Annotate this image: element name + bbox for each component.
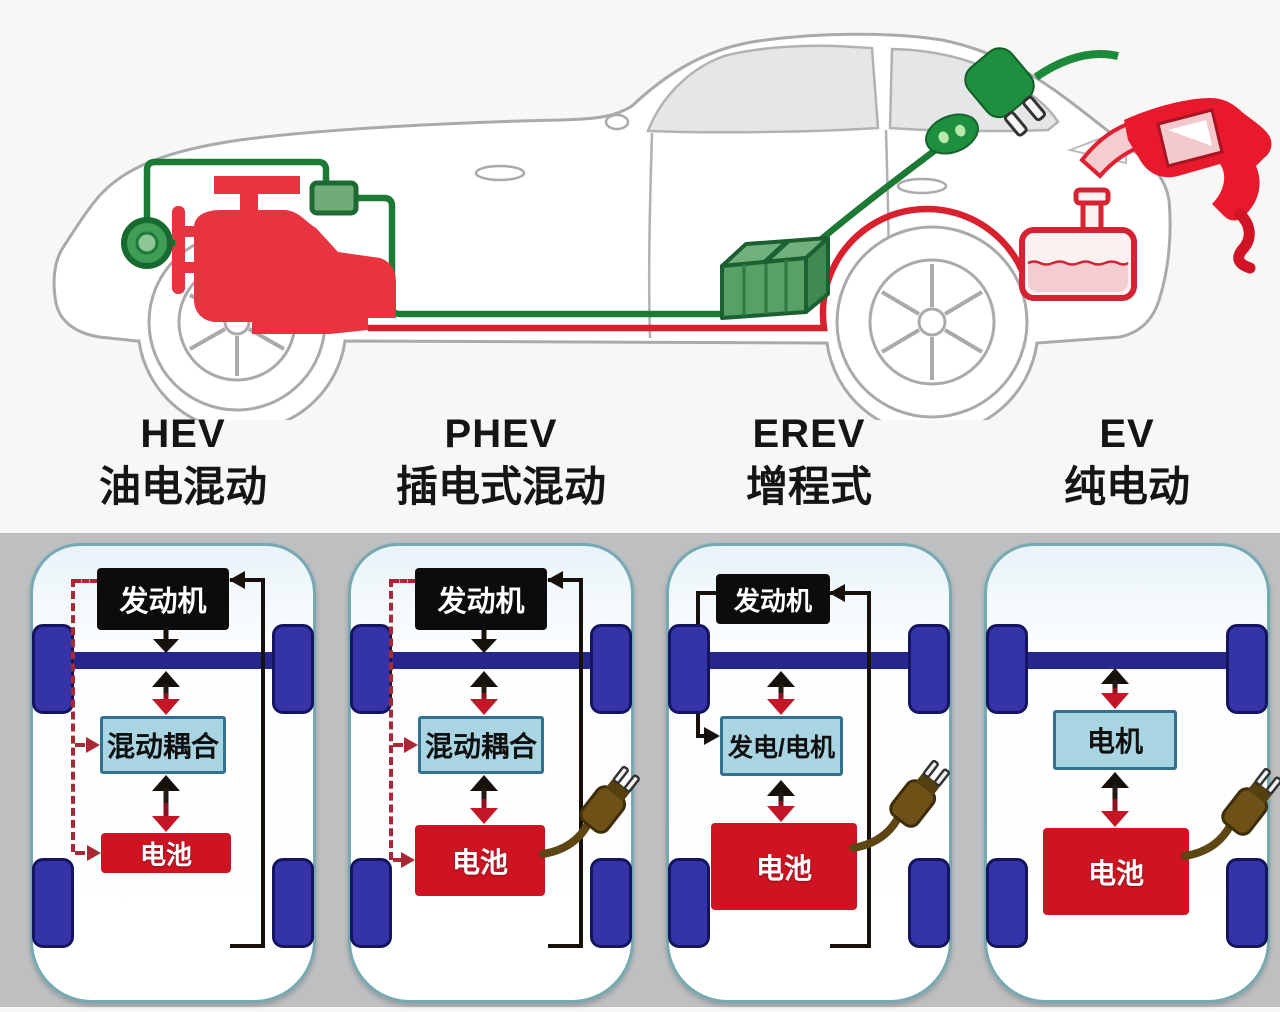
door-handle [474,164,526,182]
arrowhead-into-engine [229,571,245,589]
powertrain-cards-band: 发动机 混动耦合 电池 [0,533,1280,1007]
green-power-line [143,50,1119,318]
motor-battery-double-arrow [1101,772,1129,827]
drive-axle [367,652,615,669]
wheel-icon [350,858,392,948]
arrowhead-into-engine [829,584,845,602]
electric-feedback-dashed-line [75,851,85,855]
wheel-icon [1226,624,1268,714]
electric-feedback-dashed-line [393,743,403,747]
battery-box: 电池 [1043,828,1189,915]
battery-box: 电池 [415,825,545,896]
charge-port-icon [925,113,979,155]
wheel-icon [986,624,1028,714]
arrowhead-into-generator [704,727,720,745]
axle-converter-double-arrow [152,671,180,715]
charging-plug-icon [539,765,640,858]
powertrain-card-erev: 发动机 发电/电机 电池 [666,543,952,1003]
charging-plug-icon [849,759,950,852]
engine-box: 发动机 [415,568,547,630]
wheel-icon [272,624,314,714]
wheel-icon [32,624,74,714]
electric-feedback-dashed-line [75,743,85,747]
arrowhead-into-converter [86,737,100,753]
car-cutaway-illustration [52,32,1272,420]
type-acronym: PHEV [444,412,558,456]
electric-feedback-dashed-line [71,579,75,852]
axle-converter-double-arrow [470,671,498,715]
green-charging-plug-icon [964,47,1047,137]
wheel-icon [908,858,950,948]
type-acronym: EV [1099,412,1155,456]
type-acronym: HEV [140,412,226,456]
wheel-icon [986,858,1028,948]
hybrid-coupling-box: 混动耦合 [100,716,226,774]
engine-generator-line [696,734,706,738]
electric-feedback-dashed-line [389,579,393,860]
wheel-icon [668,624,710,714]
engine-icon [172,176,396,334]
wheel-icon [1226,858,1268,948]
mechanical-feedback-line [830,591,871,948]
engine-to-axle-arrow [153,628,179,653]
powertrain-card-ev: 电机 电池 [984,543,1280,1003]
battery-pack-icon [720,236,830,320]
arrowhead-into-engine [547,571,563,589]
axle-motor-double-arrow [1101,668,1129,709]
wheel-icon [908,624,950,714]
type-acronym: EREV [752,412,866,456]
converter-battery-double-arrow [152,775,180,832]
hybrid-coupling-box: 混动耦合 [418,716,544,774]
engine-box: 发动机 [716,574,830,624]
axle-converter-double-arrow [767,671,795,715]
type-name: 纯电动 [1063,463,1190,510]
inverter-icon [309,180,359,216]
wheel-icon [272,858,314,948]
type-title-ev: EV 纯电动 [947,408,1280,514]
side-mirror [604,113,630,131]
fuel-nozzle-icon [1079,98,1272,274]
engine-box: 发动机 [97,568,229,630]
battery-box: 电池 [101,833,231,873]
wheel-icon [668,858,710,948]
type-title-phev: PHEV 插电式混动 [321,408,681,514]
drive-axle [685,652,933,669]
powertrain-card-phev: 发动机 混动耦合 电池 [348,543,640,1003]
drive-axle [49,652,297,669]
type-name: 增程式 [745,463,872,510]
motor-box: 电机 [1053,710,1177,770]
electric-feedback-dashed-line [391,579,416,583]
type-name: 油电混动 [98,463,267,510]
converter-battery-double-arrow [767,780,795,822]
type-title-hev: HEV 油电混动 [3,408,363,514]
drive-axle [1003,652,1251,669]
wheel-icon [590,858,632,948]
charging-plug-icon [1181,767,1280,860]
rear-wheel-icon [835,225,1029,419]
fuel-tank-icon [1019,187,1137,301]
converter-battery-double-arrow [470,775,498,824]
engine-to-axle-arrow [471,628,497,653]
wheel-icon [350,624,392,714]
arrowhead-into-converter [404,737,418,753]
electric-feedback-dashed-line [73,579,98,583]
arrowhead-into-battery [401,852,415,868]
wheel-icon [32,858,74,948]
door-handle [896,177,948,195]
type-name: 插电式混动 [395,463,606,510]
type-title-erev: EREV 增程式 [629,408,989,514]
generator-motor-box: 发电/电机 [720,716,843,776]
battery-box: 电池 [711,823,857,910]
generator-icon [121,217,175,269]
wheel-icon [590,624,632,714]
electric-feedback-dashed-line [393,858,401,862]
mechanical-feedback-line [548,578,583,948]
arrowhead-into-battery [87,845,101,861]
powertrain-card-hev: 发动机 混动耦合 电池 [30,543,316,1003]
mechanical-feedback-line [230,578,265,948]
